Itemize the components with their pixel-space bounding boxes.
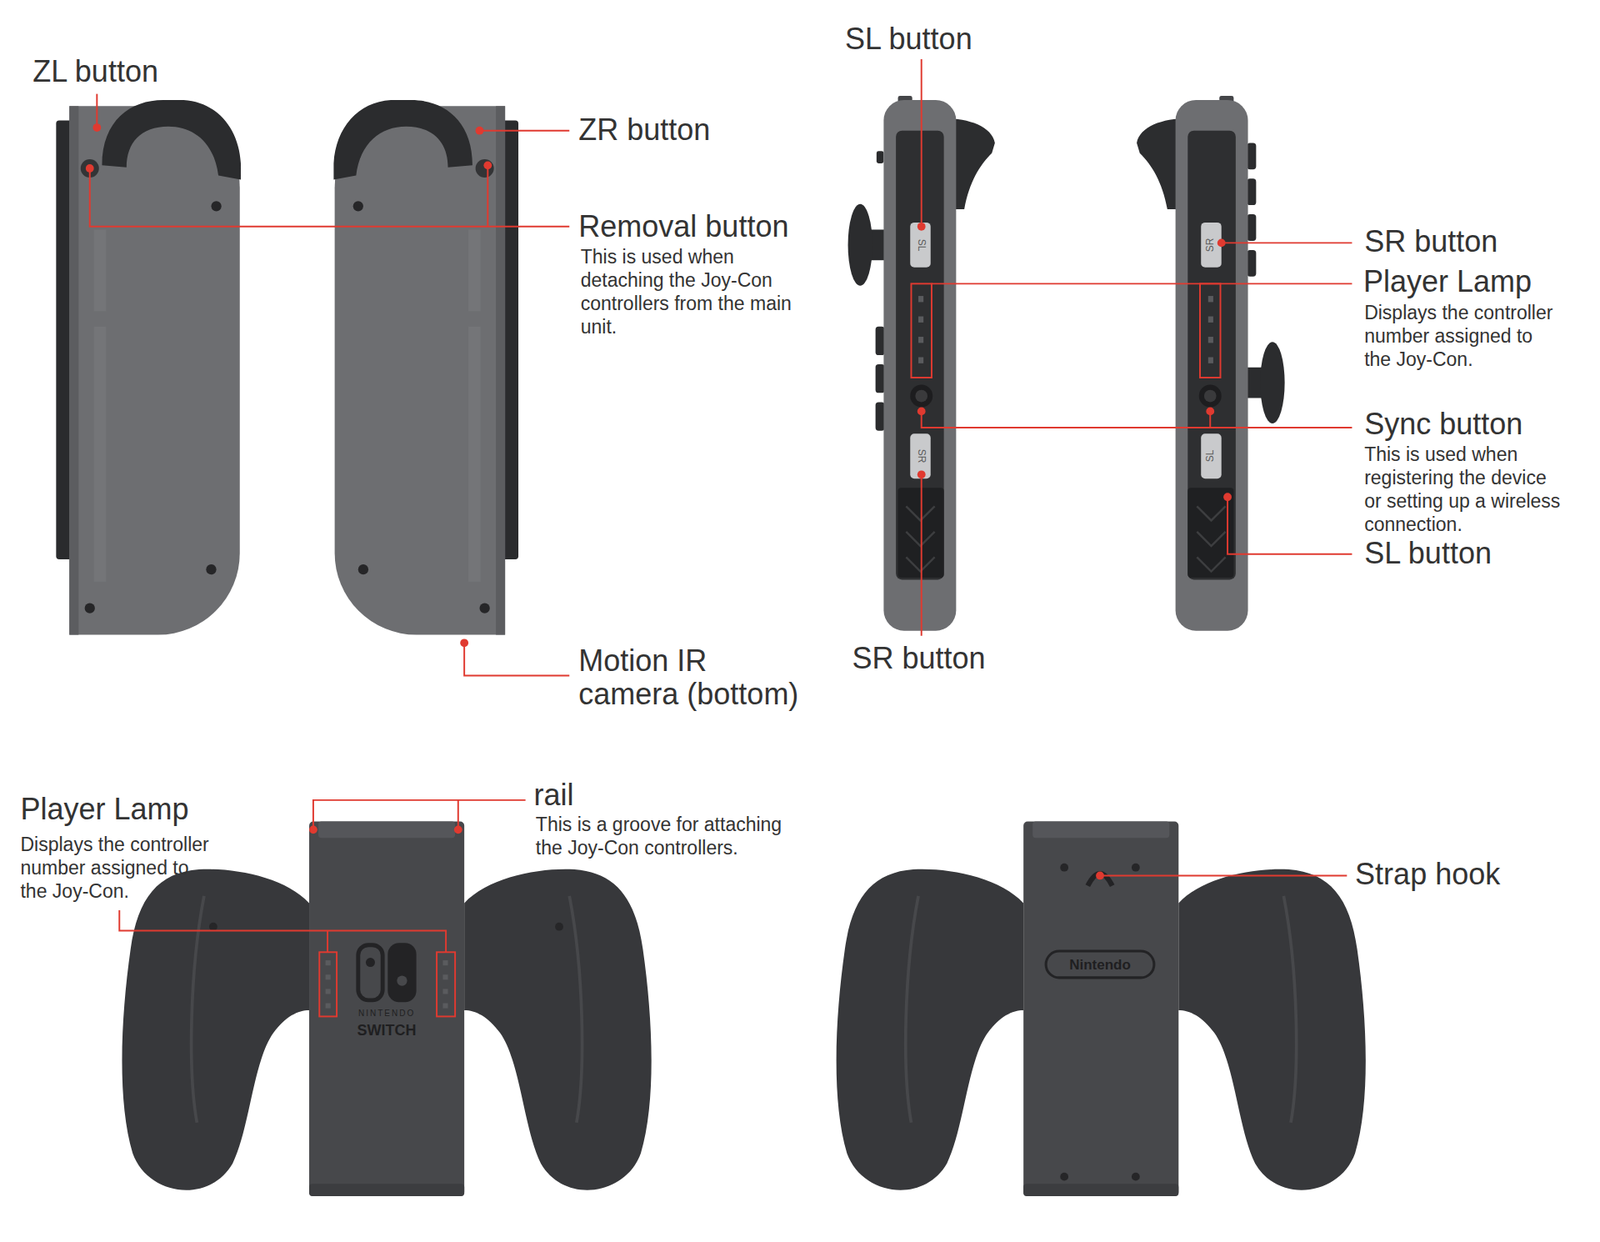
- face-button: [1246, 178, 1256, 205]
- part-label: Sync button: [1364, 407, 1523, 441]
- leader-dot: [92, 123, 101, 132]
- logo-dot: [365, 957, 375, 967]
- direction-button: [875, 326, 885, 355]
- part-label: SL button: [845, 22, 973, 56]
- minus-button: [876, 150, 885, 164]
- part-label: Player Lamp: [20, 792, 189, 826]
- left-joycon-back: [55, 100, 241, 635]
- leader-dot: [1217, 238, 1226, 247]
- button-print: SL: [1205, 450, 1215, 463]
- right-joycon-back: [333, 100, 519, 635]
- leader-dot: [917, 222, 926, 231]
- leader-line: [921, 410, 1353, 428]
- leader-dot: [483, 160, 492, 170]
- leader-line: [90, 165, 570, 226]
- player-lamp-box: [436, 951, 455, 1016]
- description-note: This is a groove for attaching the Joy-C…: [535, 812, 795, 860]
- leader-lines: [90, 59, 1353, 952]
- lamp-led: [325, 1003, 331, 1009]
- nintendo-logo-outline: [1045, 950, 1155, 978]
- description-note: This is used when registering the device…: [1364, 442, 1565, 536]
- stick-cap: [1260, 341, 1285, 424]
- description-note: This is used when detaching the Joy-Con …: [580, 245, 819, 339]
- face-button: [1246, 214, 1256, 241]
- lamp-led: [442, 988, 448, 994]
- leader-dot: [460, 638, 469, 647]
- leader-line: [464, 642, 570, 675]
- logo-right-half: [387, 942, 416, 1002]
- logo-left-half: [358, 945, 383, 1000]
- leader-line: [480, 130, 570, 132]
- player-lamp-box: [319, 951, 337, 1016]
- part-label: SR button: [1364, 225, 1498, 259]
- logo-dot: [396, 975, 407, 985]
- description-note: Displays the controller number assigned …: [20, 832, 217, 903]
- screw: [209, 922, 218, 931]
- direction-button: [875, 401, 885, 430]
- part-label: ZR button: [578, 113, 710, 147]
- part-label: Player Lamp: [1363, 265, 1532, 299]
- lamp-led: [442, 960, 448, 965]
- leader-line: [920, 474, 923, 635]
- leader-dot: [1223, 492, 1232, 501]
- left-joycon-side: [883, 95, 995, 631]
- screw: [1060, 1172, 1069, 1181]
- lamp-led: [325, 960, 331, 965]
- grip-front: [121, 821, 651, 1196]
- leader-dot: [475, 126, 485, 135]
- description-note: Displays the controller number assigned …: [1364, 300, 1561, 371]
- leader-dot: [85, 164, 95, 173]
- leader-dot: [917, 470, 926, 479]
- leader-line: [119, 910, 446, 952]
- face-button: [1246, 250, 1256, 277]
- button-print: SL: [916, 239, 927, 252]
- leader-dot: [917, 407, 926, 416]
- grip-player-lamps: [319, 951, 455, 1016]
- button-print: SR: [916, 449, 927, 464]
- left-joycon-extras: [848, 150, 886, 430]
- part-label: SL button: [1364, 536, 1492, 570]
- lamp-led: [325, 974, 331, 980]
- screw: [1131, 863, 1140, 872]
- lamp-led: [325, 988, 331, 994]
- part-label: Removal button: [578, 210, 789, 244]
- switch-logo: [358, 942, 417, 1002]
- logo-text: SWITCH: [357, 1022, 417, 1038]
- part-label: Motion IR camera (bottom): [578, 644, 808, 711]
- screw: [555, 922, 564, 931]
- screw: [1060, 863, 1069, 872]
- leader-dots: [85, 123, 1232, 880]
- logo-text: Nintendo: [1069, 957, 1131, 972]
- leader-line: [1227, 496, 1352, 555]
- lamp-led: [442, 1003, 448, 1009]
- screw: [1131, 1172, 1140, 1181]
- part-label: SR button: [851, 641, 985, 675]
- direction-button: [875, 364, 885, 393]
- leader-line: [920, 59, 923, 227]
- leader-line: [931, 282, 1352, 285]
- face-button: [1246, 142, 1256, 170]
- part-label: Strap hook: [1355, 857, 1500, 891]
- part-label: ZL button: [32, 55, 159, 89]
- lamp-led: [442, 974, 448, 980]
- leader-line: [313, 800, 526, 830]
- right-joycon-side: [1136, 95, 1248, 631]
- button-print: SR: [1205, 238, 1215, 253]
- leader-dot: [1095, 871, 1105, 880]
- leader-dot: [1205, 407, 1215, 416]
- leader-dot: [454, 825, 463, 834]
- stick-cap: [848, 204, 873, 286]
- leader-dot: [309, 825, 318, 834]
- leader-line: [1221, 241, 1353, 244]
- leader-line: [1100, 874, 1347, 876]
- logo-text: NINTENDO: [358, 1009, 415, 1018]
- grip-back: [836, 821, 1366, 1196]
- part-label: rail: [533, 778, 574, 812]
- leader-line: [95, 94, 98, 128]
